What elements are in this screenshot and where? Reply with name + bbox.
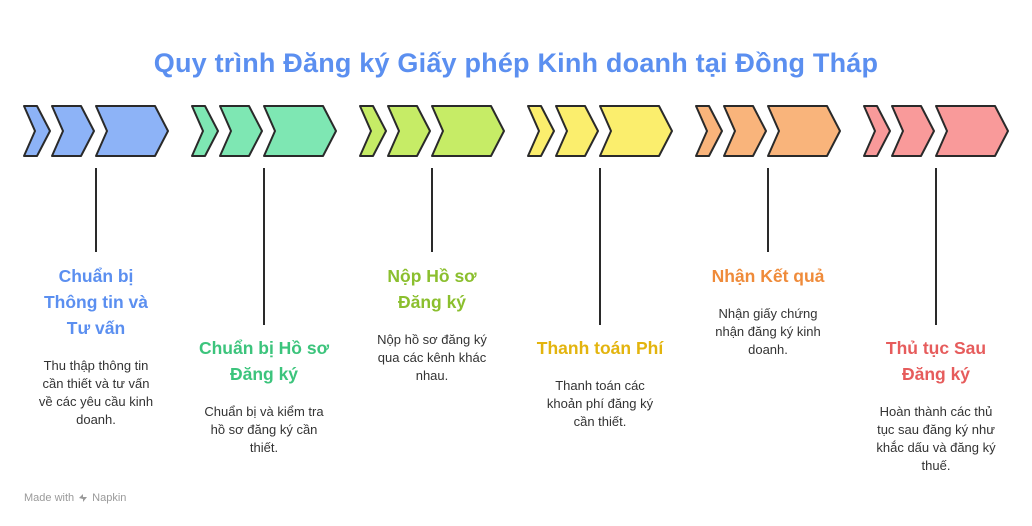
step-5-description-line: nhận đăng ký kinh	[715, 324, 821, 339]
step-1-chevron-1-icon	[23, 105, 51, 157]
step-3-description-line: nhau.	[415, 368, 449, 383]
step-2-chevron-2-icon	[219, 105, 263, 157]
step-1-description-line: Thu thập thông tin	[43, 358, 149, 373]
step-3-description-line: Nộp hồ sơ đăng ký	[377, 332, 487, 347]
step-1-arrow-group	[23, 105, 169, 157]
step-1-title-line: Chuẩn bị	[58, 266, 134, 286]
step-2-arrow-group	[191, 105, 337, 157]
step-4-arrow-group	[527, 105, 673, 157]
step-3-title: Nộp Hồ sơ Đăng ký	[342, 263, 522, 315]
step-5-description: Nhận giấy chứng nhận đăng ký kinh doanh.	[693, 305, 843, 359]
step-4-chevron-1-icon	[527, 105, 555, 157]
step-4-chevron-3-icon	[599, 105, 673, 157]
step-4-title: Thanh toán Phí	[510, 335, 690, 361]
step-2-title-line: Chuẩn bị Hồ sơ	[198, 338, 330, 358]
step-3-chevron-1-icon	[359, 105, 387, 157]
step-5-chevron-3-icon	[767, 105, 841, 157]
step-2-description: Chuẩn bị và kiểm tra hồ sơ đăng ký cần thi…	[189, 403, 339, 457]
step-3-description: Nộp hồ sơ đăng ký qua các kênh khác nhau.	[357, 331, 507, 385]
diagram-title: Quy trình Đăng ký Giấy phép Kinh doanh t…	[153, 48, 879, 78]
step-4-description-line: cần thiết.	[573, 414, 627, 429]
step-6-description: Hoàn thành các thủ tục sau đăng ký như khắ…	[861, 403, 1011, 475]
step-6-description-line: thuế.	[921, 458, 951, 473]
step-3-arrow-group	[359, 105, 505, 157]
step-1-chevron-3-icon	[95, 105, 169, 157]
step-6-arrow-group	[863, 105, 1009, 157]
step-4-title-line: Thanh toán Phí	[536, 338, 664, 358]
step-5-title-line: Nhận Kết quả	[711, 266, 825, 286]
step-6-description-line: tục sau đăng ký như	[877, 422, 995, 437]
step-5-title: Nhận Kết quả	[678, 263, 858, 289]
step-6-description-line: khắc dấu và đăng ký	[876, 440, 996, 455]
step-4-description: Thanh toán các khoản phí đăng ký cần thiết…	[525, 377, 675, 431]
made-with-label: Made with	[24, 492, 75, 504]
step-4-description-line: khoản phí đăng ký	[546, 396, 654, 411]
step-3-title-line: Đăng ký	[397, 292, 467, 312]
step-5-chevron-2-icon	[723, 105, 767, 157]
step-2-title-line: Đăng ký	[229, 364, 299, 384]
step-1-title-line: Tư vấn	[66, 318, 126, 338]
step-3-description-line: qua các kênh khác	[377, 350, 487, 365]
step-5-chevron-1-icon	[695, 105, 723, 157]
step-2-chevron-1-icon	[191, 105, 219, 157]
step-2-description-line: hồ sơ đăng ký cần	[210, 422, 318, 437]
footer: Made with Napkin	[24, 492, 126, 504]
step-6-chevron-2-icon	[891, 105, 935, 157]
napkin-logo-icon	[79, 494, 88, 502]
step-1-description-line: về các yêu cầu kinh	[38, 394, 154, 409]
step-1-title: Chuẩn bị Thông tin và Tư vấn	[6, 263, 186, 341]
step-1-title-line: Thông tin và	[43, 292, 149, 312]
step-2-description-line: Chuẩn bị và kiểm tra	[204, 404, 324, 419]
step-6-chevron-1-icon	[863, 105, 891, 157]
step-1-description-line: doanh.	[76, 412, 116, 427]
step-1-description-line: cần thiết và tư vấn	[42, 376, 150, 391]
step-5-arrow-group	[695, 105, 841, 157]
step-4-description-line: Thanh toán các	[555, 378, 645, 393]
step-2-description-line: thiết.	[249, 440, 279, 455]
step-2-chevron-3-icon	[263, 105, 337, 157]
step-3-title-line: Nộp Hồ sơ	[387, 266, 477, 286]
step-5-description-line: doanh.	[748, 342, 788, 357]
step-1-chevron-2-icon	[51, 105, 95, 157]
step-3-chevron-2-icon	[387, 105, 431, 157]
step-2-title: Chuẩn bị Hồ sơ Đăng ký	[174, 335, 354, 387]
step-6-description-line: Hoàn thành các thủ	[879, 404, 993, 419]
step-6-title-line: Đăng ký	[901, 364, 971, 384]
step-4-chevron-2-icon	[555, 105, 599, 157]
step-5-description-line: Nhận giấy chứng	[718, 306, 818, 321]
step-3-chevron-3-icon	[431, 105, 505, 157]
step-1-description: Thu thập thông tin cần thiết và tư vấn về …	[21, 357, 171, 429]
step-6-chevron-3-icon	[935, 105, 1009, 157]
napkin-brand-label: Napkin	[92, 492, 127, 504]
step-6-title-line: Thủ tục Sau	[885, 338, 987, 358]
